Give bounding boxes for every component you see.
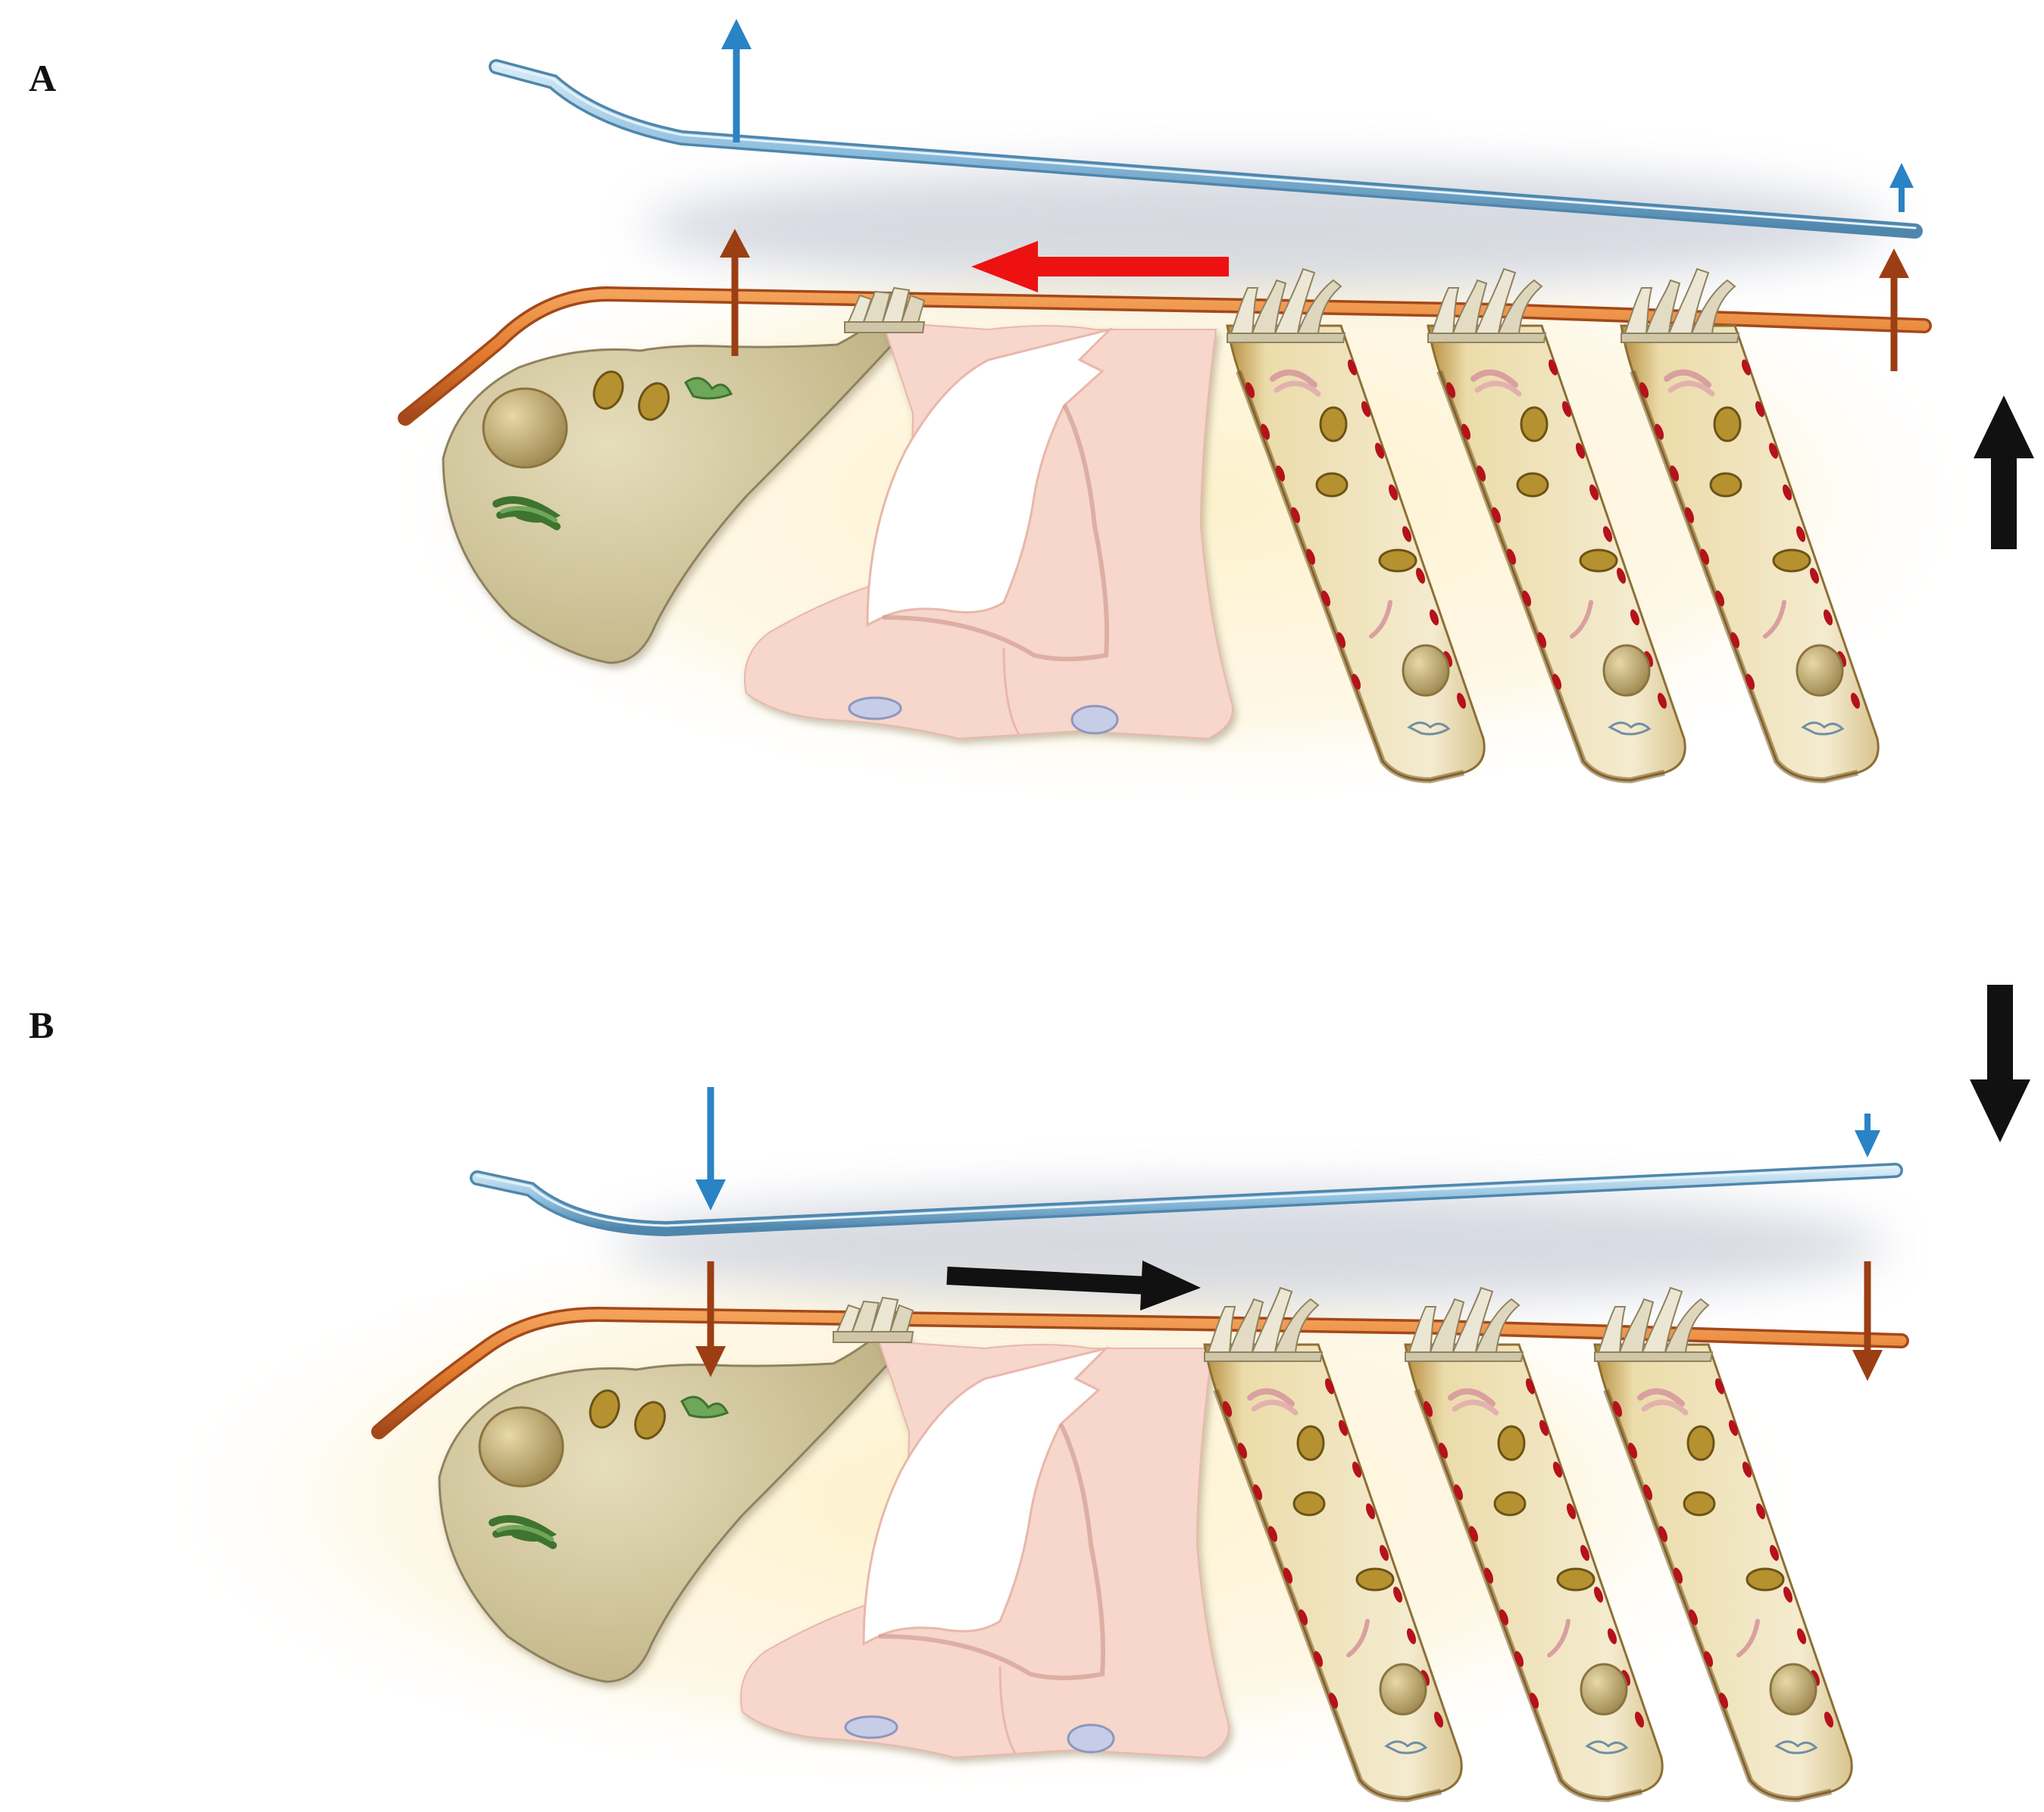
panel-a: A <box>29 19 2034 818</box>
panel-b-label: B <box>29 1004 54 1046</box>
down-arrow-icon <box>695 1261 726 1377</box>
right-arrow-icon <box>946 1261 1201 1311</box>
up-arrow-icon <box>1879 248 1909 371</box>
down-arrow-icon <box>1855 1114 1880 1157</box>
down-arrow-icon <box>695 1087 726 1211</box>
up-arrow-icon <box>720 229 750 356</box>
down-arrow-icon <box>1852 1261 1883 1381</box>
panel-a-shadow <box>644 167 1886 288</box>
left-arrow-icon <box>971 241 1229 292</box>
up-arrow-icon <box>1889 163 1914 212</box>
up-arrow-icon <box>1974 395 2034 549</box>
panel-b: B <box>29 985 2030 1803</box>
down-arrow-icon <box>1970 985 2030 1142</box>
panel-a-label: A <box>29 57 56 99</box>
up-arrow-icon <box>721 19 752 142</box>
